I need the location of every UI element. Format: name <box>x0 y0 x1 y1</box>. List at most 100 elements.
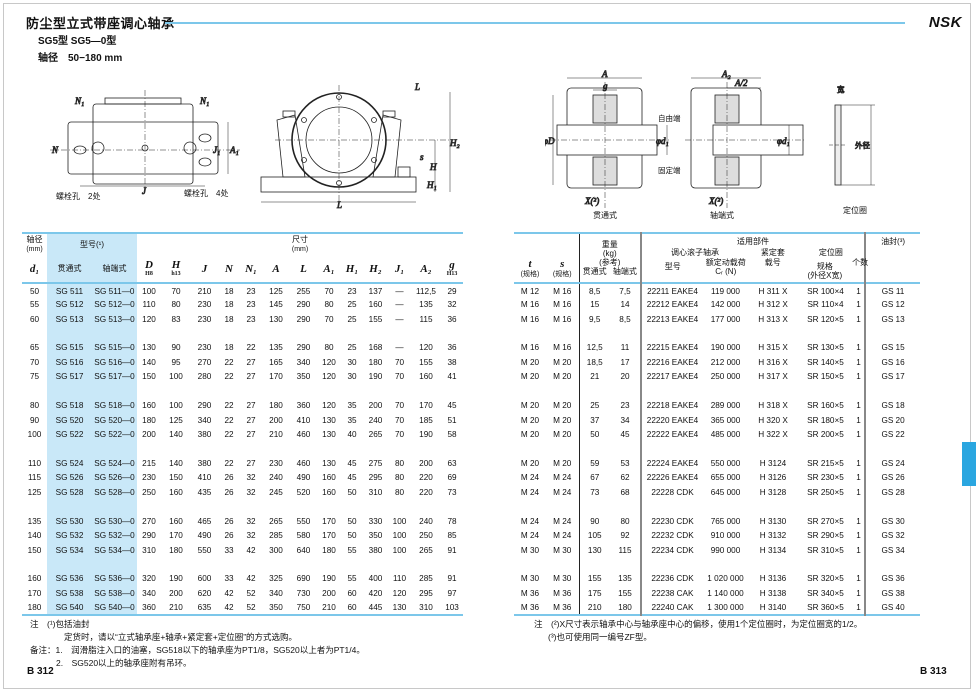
table-cell: 580 <box>296 531 311 541</box>
dim-col-header: H₁ <box>341 255 363 283</box>
table-cell: SG 520 <box>47 412 92 428</box>
weight-end-header: 轴端式 <box>612 267 637 276</box>
table-cell: GS 32 <box>864 528 921 543</box>
parts-table: t(规格) s(规格) 重量 (kg) (参考) 贯通式轴端式 适用部件 调心滚… <box>514 232 921 616</box>
table-cell: 600 <box>197 574 212 584</box>
table-cell: 170 <box>419 401 433 411</box>
table-cell: SG 534—0 <box>92 542 137 558</box>
table-cell: 230 <box>269 458 283 468</box>
dim-symbol: H₁ <box>345 262 359 275</box>
table-cell: SG 511 <box>47 283 92 298</box>
table-cell: 85 <box>447 531 457 541</box>
table-cell: GS 38 <box>864 586 921 601</box>
table-cell: 255 <box>296 287 311 297</box>
dim-symbol: J₁ <box>394 262 405 275</box>
dim-N1-right: N₁ <box>199 96 209 106</box>
table-cell: 26 <box>224 531 234 541</box>
table-cell: M 20 <box>553 430 572 440</box>
table-cell: H 313 X <box>758 314 788 324</box>
table-cell: 27 <box>246 401 256 411</box>
section-tab[interactable] <box>962 442 976 486</box>
table-cell: 1 300 000 <box>707 602 744 612</box>
table-cell: 160 <box>142 401 156 411</box>
weight-header: 重量 (kg) (参考) 贯通式轴端式 <box>578 233 641 283</box>
table-cell: 22 <box>224 430 234 440</box>
group-spacer <box>514 499 921 514</box>
table-cell: 1 <box>856 545 861 555</box>
table-cell: 130 <box>142 343 156 353</box>
ring-spec-header: 规格 <box>816 262 833 271</box>
bearing-model-header: 型号 <box>664 262 681 271</box>
table-cell: 490 <box>296 473 311 483</box>
table-cell: 27 <box>246 357 256 367</box>
table-cell: 8,5 <box>619 314 631 324</box>
table-cell: 32 <box>246 516 256 526</box>
table-cell: 50 <box>347 516 357 526</box>
table-cell: 550 000 <box>710 458 741 468</box>
table-cell: 18 <box>224 314 234 324</box>
table-cell: 17 <box>620 357 630 367</box>
table-cell: 240 <box>368 415 383 425</box>
table-cell: SG 540—0 <box>92 600 137 616</box>
table-cell: 190 <box>368 372 383 382</box>
table-cell: 140 <box>169 458 183 468</box>
table-cell: 119 000 <box>711 287 740 297</box>
table-cell: 80 <box>324 300 334 310</box>
dim-s: s <box>420 152 424 162</box>
table-cell: 55 <box>347 574 357 584</box>
table-cell: 9,5 <box>578 311 610 327</box>
table-cell: 765 000 <box>710 516 741 526</box>
table-cell: 285 <box>419 574 433 584</box>
table-cell: 190 000 <box>710 343 741 353</box>
table-cell: SG 512—0 <box>92 297 137 312</box>
group-spacer <box>22 384 463 399</box>
dim-col-header: J₁ <box>388 255 411 283</box>
dim-A2: A₂ <box>721 70 731 79</box>
table-cell: 200 <box>169 588 183 598</box>
table-cell: 42 <box>224 588 234 598</box>
table-cell: 100 <box>392 516 407 526</box>
table-cell: 220 <box>419 487 433 497</box>
table-cell: SG 513 <box>47 311 92 327</box>
table-cell: 70 <box>324 314 334 324</box>
table-cell: SR 270×5 <box>807 516 844 526</box>
table-cell: SG 515 <box>47 340 92 356</box>
table-cell: H 3138 <box>759 588 787 598</box>
dim-outer-diameter: 外径 <box>855 140 870 150</box>
table-cell: 115 <box>419 314 433 324</box>
table-cell: 51 <box>447 415 457 425</box>
table-cell: GS 22 <box>864 427 921 442</box>
table-cell: H 3124 <box>759 458 787 468</box>
dim-tolerance: H13 <box>446 271 458 277</box>
table-cell: H 3132 <box>759 531 787 541</box>
table-cell: 490 <box>197 531 212 541</box>
table-cell: 30 <box>347 372 357 382</box>
table-cell: 63 <box>447 458 457 468</box>
table-cell: 137 <box>368 287 383 297</box>
locating-ring-caption: 定位圈 <box>843 206 867 215</box>
table-cell: M 24 <box>520 516 540 526</box>
table-cell: 41 <box>447 372 457 382</box>
table-cell: 135 <box>27 516 42 526</box>
table-cell: 60 <box>347 588 357 598</box>
table-cell: H 3130 <box>759 516 787 526</box>
table-cell: M 24 <box>553 487 572 497</box>
table-cell: 62 <box>620 473 630 483</box>
table-cell: 240 <box>269 473 283 483</box>
table-cell: GS 15 <box>864 340 921 356</box>
table-cell: 91 <box>447 574 457 584</box>
dim-L: L <box>336 200 342 210</box>
free-end-label: 自由端 <box>658 114 681 123</box>
table-cell: 70 <box>171 287 181 297</box>
ring-spec-sub: (外径X宽) <box>807 271 843 280</box>
table-cell: GS 16 <box>864 355 921 370</box>
d1-header: d₁ <box>29 262 40 275</box>
table-cell: 23 <box>246 300 256 310</box>
table-cell: 210 <box>322 602 336 612</box>
